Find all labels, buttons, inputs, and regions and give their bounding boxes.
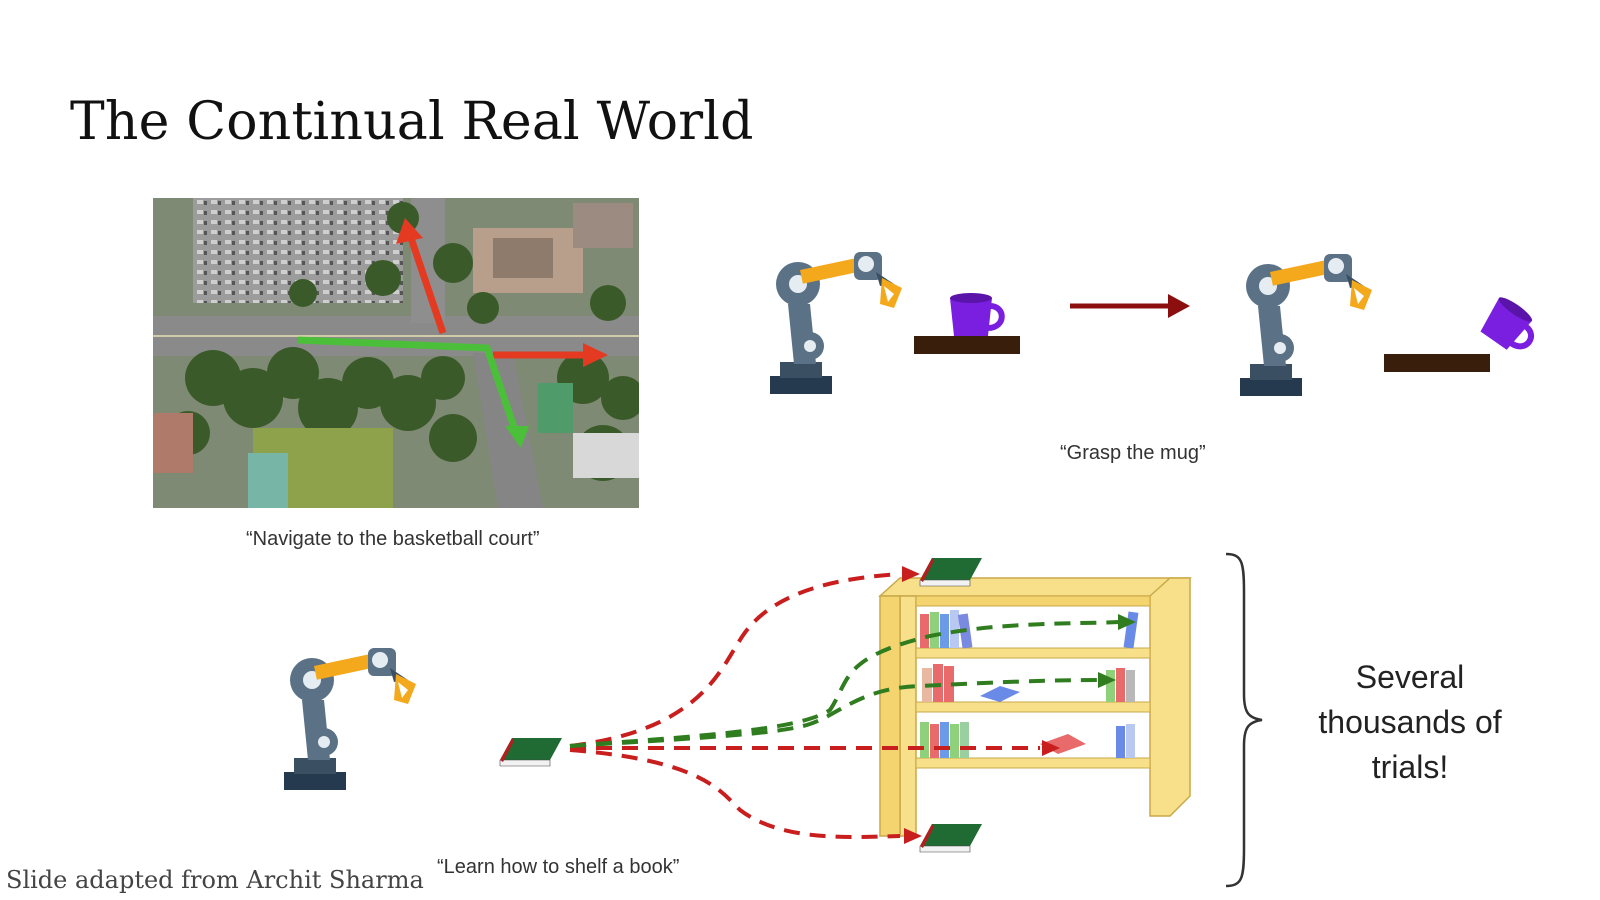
bookshelf [878,577,1192,837]
shelf-book-illustration [284,557,1192,853]
robot-arm-icon [284,648,416,790]
red-trajectories [569,572,1040,839]
mug-icon [950,293,1005,336]
curly-brace [1225,552,1263,888]
grasp-caption: “Grasp the mug” [1060,442,1206,464]
grasp-mug-illustration [770,252,1534,396]
aerial-map-image [153,198,639,508]
shelf-caption: “Learn how to shelf a book” [437,856,680,878]
slide-credit: Slide adapted from Archit Sharma [6,866,424,894]
tipped-mug-icon [1480,297,1534,350]
robot-arm-icon [1240,254,1372,396]
trials-callout: Several thousands of trials! [1300,655,1520,790]
trials-line-2: thousands of [1318,704,1502,740]
trials-line-3: trials! [1371,749,1449,785]
green-trajectories [569,620,1121,748]
table-surface [1384,354,1490,372]
book-icon [919,823,983,853]
table-surface [914,336,1020,354]
robot-arm-icon [770,252,902,394]
navigate-caption: “Navigate to the basketball court” [246,528,540,550]
book-icon [499,737,563,767]
slide-title: The Continual Real World [70,92,754,152]
trials-line-1: Several [1355,659,1465,695]
